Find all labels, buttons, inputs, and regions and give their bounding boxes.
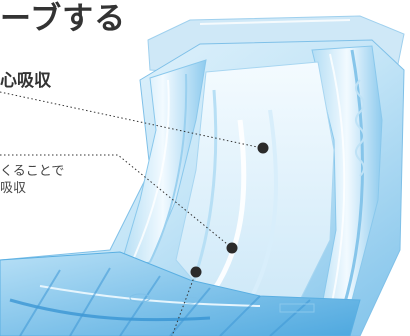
callout-dot-2 — [227, 243, 238, 254]
callout-dot-1 — [258, 143, 269, 154]
callout-dot-3 — [191, 267, 202, 278]
